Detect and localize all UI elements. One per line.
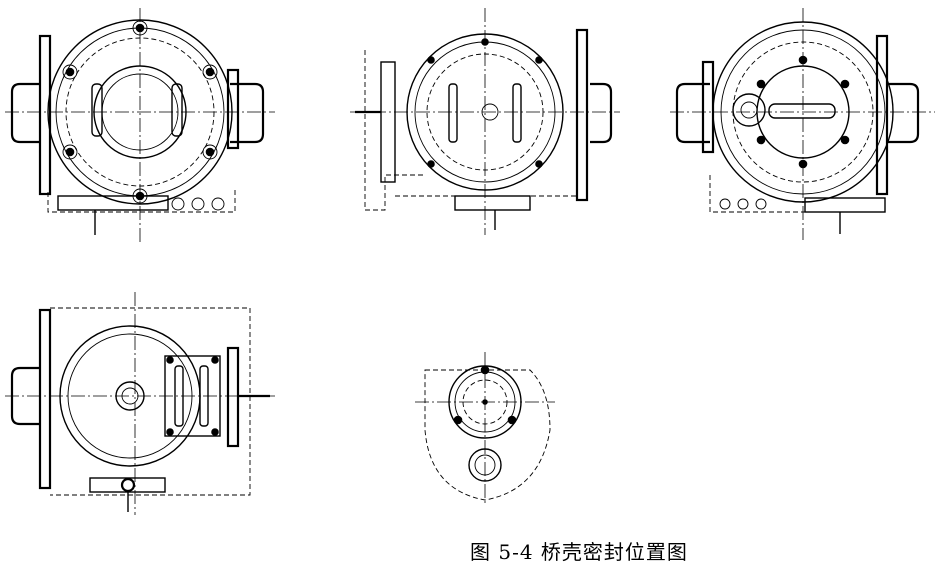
top-view-drawing [5,292,275,515]
bottom-view-drawing [415,352,555,505]
rear-view-drawing [670,8,935,240]
side-view-drawing [350,8,620,235]
front-view-drawing [5,8,275,245]
figure-caption: 图 5-4 桥壳密封位置图 [470,540,688,564]
